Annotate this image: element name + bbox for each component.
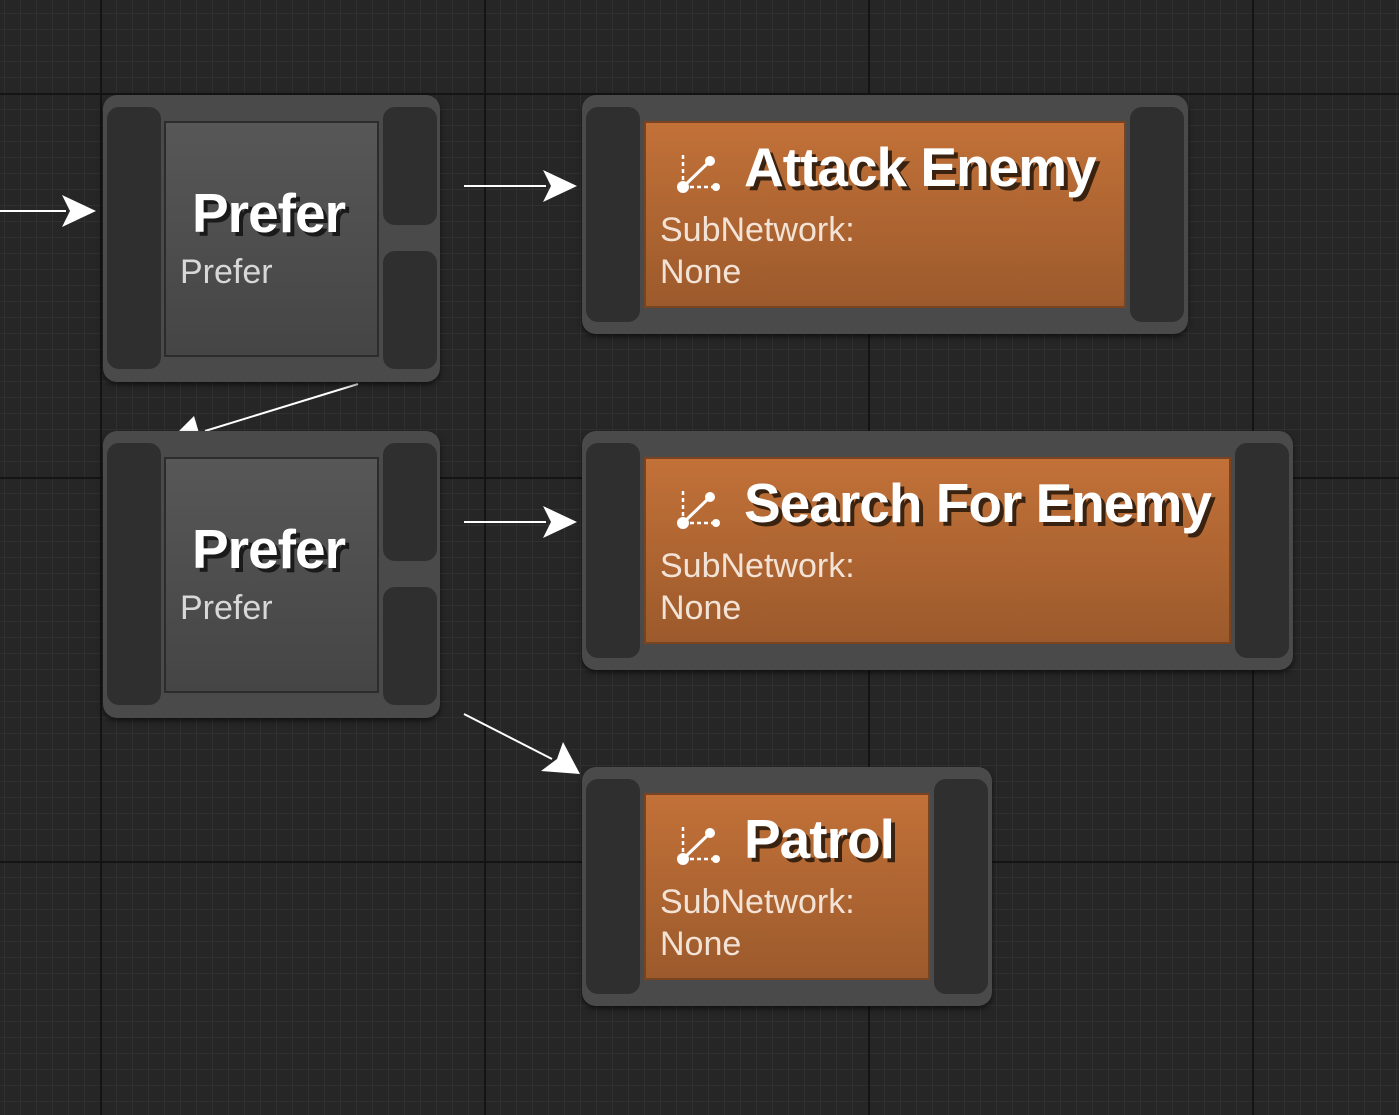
output-pin-bottom[interactable] [383,587,437,705]
subnetwork-icon [677,491,720,529]
node-title: Prefer [192,182,346,244]
subnetwork-value: None [660,589,742,627]
patrol-body: Patrol SubNetwork: None [644,793,930,980]
attack-enemy-body: Attack Enemy SubNetwork: None [644,121,1126,308]
input-pin[interactable] [107,107,161,369]
node-title: Search For Enemy [744,472,1212,534]
search-for-enemy-node[interactable]: Search For Enemy SubNetwork: None [582,431,1293,670]
connection-prefer-2-to-patrol [463,713,580,774]
prefer-node-body: Prefer Prefer [164,121,379,357]
node-title: Patrol [744,808,895,870]
input-pin[interactable] [107,443,161,705]
subnetwork-label: SubNetwork: [660,211,855,249]
output-pin-top[interactable] [383,107,437,225]
node-subtitle: Prefer [180,253,273,291]
connection-prefer-2-to-search-for-enemy [464,506,577,538]
prefer-node-body: Prefer Prefer [164,457,379,693]
node-title: Prefer [192,518,346,580]
subnetwork-icon [677,827,720,865]
output-pin[interactable] [1235,443,1289,658]
subnetwork-value: None [660,925,742,963]
attack-enemy-node[interactable]: Attack Enemy SubNetwork: None [582,95,1188,334]
output-pin-bottom[interactable] [383,251,437,369]
input-pin[interactable] [586,107,640,322]
connection-entry-to-prefer-1 [0,195,96,227]
node-subtitle: Prefer [180,589,273,627]
output-pin-top[interactable] [383,443,437,561]
input-pin[interactable] [586,443,640,658]
search-for-enemy-body: Search For Enemy SubNetwork: None [644,457,1231,644]
subnetwork-label: SubNetwork: [660,547,855,585]
prefer-node-1[interactable]: Prefer Prefer [103,95,440,382]
output-pin[interactable] [934,779,988,994]
node-title: Attack Enemy [744,136,1097,198]
subnetwork-value: None [660,253,742,291]
output-pin[interactable] [1130,107,1184,322]
connection-prefer-1-to-attack-enemy [464,170,577,202]
patrol-node[interactable]: Patrol SubNetwork: None [582,767,992,1006]
subnetwork-label: SubNetwork: [660,883,855,921]
input-pin[interactable] [586,779,640,994]
subnetwork-icon [677,155,720,193]
prefer-node-2[interactable]: Prefer Prefer [103,431,440,718]
